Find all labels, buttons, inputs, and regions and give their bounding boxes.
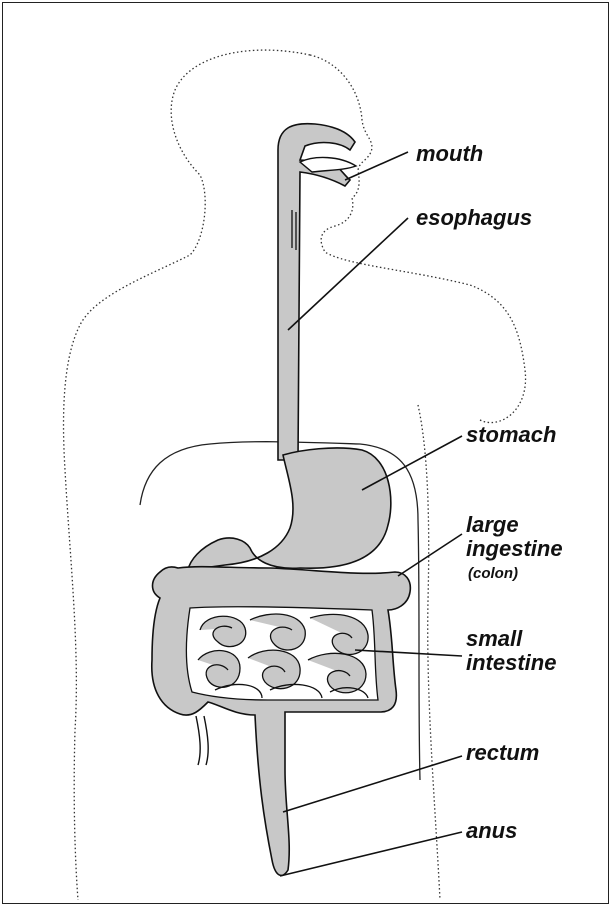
label-small-line2: intestine bbox=[466, 652, 556, 674]
appendix bbox=[196, 716, 208, 765]
anus-pointer bbox=[280, 832, 462, 876]
esophagus-pointer bbox=[288, 218, 408, 330]
head-profile bbox=[310, 55, 526, 423]
label-large-note: (colon) bbox=[468, 566, 518, 582]
right-torso bbox=[418, 405, 440, 900]
rectum-pointer bbox=[283, 756, 462, 812]
colon-pointer bbox=[398, 534, 462, 576]
label-large-line1: large bbox=[466, 514, 519, 536]
label-esophagus: esophagus bbox=[416, 207, 532, 229]
stomach-shape bbox=[188, 448, 391, 570]
tongue-shape bbox=[300, 157, 356, 172]
label-mouth: mouth bbox=[416, 143, 483, 165]
esophagus-shape bbox=[278, 124, 355, 460]
label-stomach: stomach bbox=[466, 424, 556, 446]
label-large-line2: ingestine bbox=[466, 538, 563, 560]
label-anus: anus bbox=[466, 820, 517, 842]
small-intestine-coils bbox=[198, 614, 368, 698]
label-small-line1: small bbox=[466, 628, 522, 650]
label-rectum: rectum bbox=[466, 742, 539, 764]
